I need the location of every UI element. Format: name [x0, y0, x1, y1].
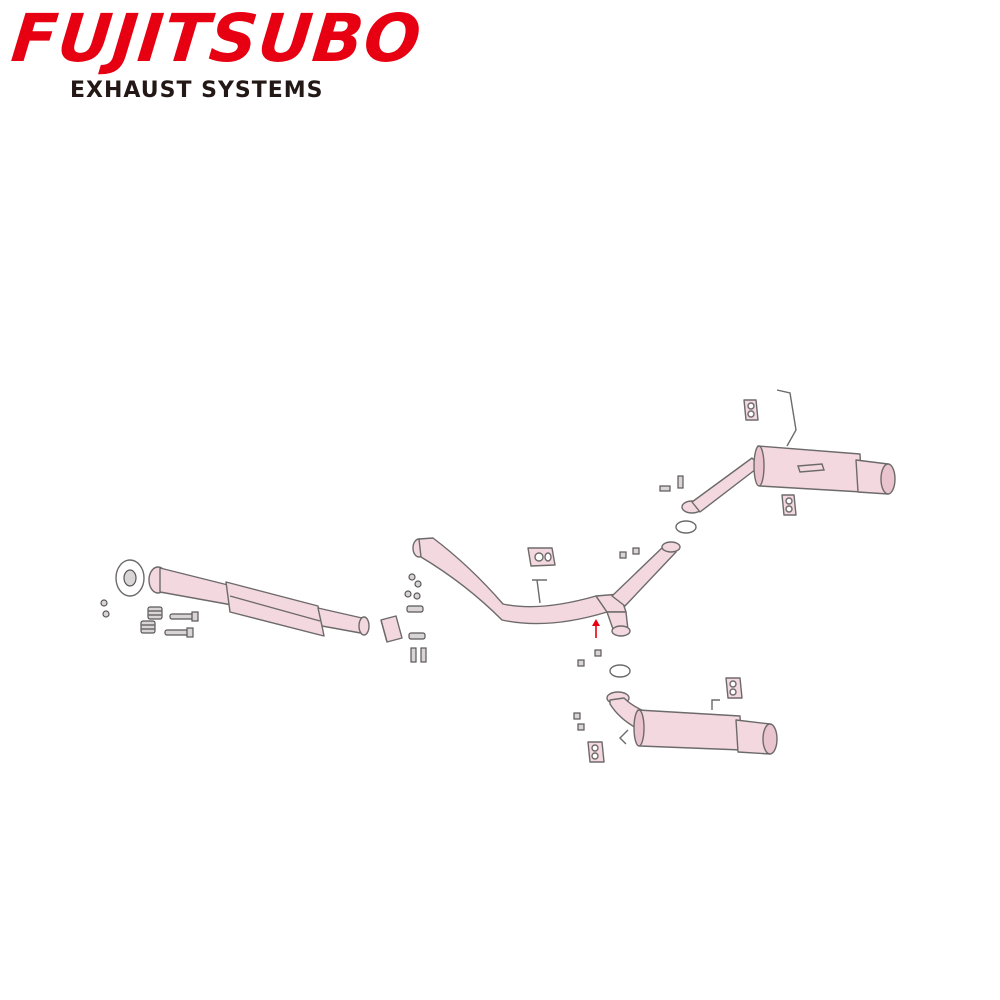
- nut-icon: [573, 712, 581, 720]
- upper-muffler-inlet-pipe: [691, 457, 761, 513]
- lower-rubber-hangers: [587, 677, 743, 763]
- lower-joint-hardware: [573, 649, 631, 731]
- upper-muffler-hanger: [776, 389, 797, 447]
- nut-icon: [413, 592, 421, 600]
- upper-muffler-body: [757, 445, 863, 493]
- hanger-rod: [532, 579, 547, 604]
- bolt-icon: [420, 647, 427, 663]
- upper-branch-flange: [661, 541, 681, 553]
- center-main-pipe: [418, 537, 608, 625]
- nut-icon: [414, 580, 422, 588]
- upper-joint-hardware: [619, 475, 703, 559]
- bolt-icon: [410, 647, 417, 663]
- front-hardware: [100, 599, 199, 638]
- front-inlet-pipe: [159, 567, 233, 606]
- rubber-hanger: [527, 547, 556, 567]
- spring-icon: [147, 606, 163, 620]
- upper-gasket: [675, 520, 697, 534]
- bolt-icon: [677, 475, 684, 489]
- center-y-pipe: [412, 537, 681, 637]
- lower-branch-flange: [611, 625, 631, 637]
- nut-icon: [632, 547, 640, 555]
- bolt-icon: [164, 627, 194, 638]
- lower-muffler-bracket: [619, 729, 629, 745]
- nut-icon: [594, 649, 602, 657]
- nut-icon: [100, 599, 108, 607]
- clamp-bracket-icon: [408, 632, 426, 640]
- upper-rear-muffler: [691, 389, 896, 513]
- direction-arrow: [592, 619, 600, 638]
- lower-muffler-hanger: [711, 699, 720, 710]
- nut-icon: [102, 610, 110, 618]
- nut-icon: [404, 590, 412, 598]
- bolt-icon: [659, 485, 671, 492]
- brand-logo: FUJITSUBO EXHAUST SYSTEMS: [8, 0, 425, 103]
- nut-icon: [408, 573, 416, 581]
- nut-icon: [577, 723, 585, 731]
- nut-icon: [577, 659, 585, 667]
- clamp-hardware: [404, 573, 427, 663]
- upper-rubber-hangers: [743, 399, 797, 516]
- upper-branch: [611, 545, 677, 607]
- brand-tagline: EXHAUST SYSTEMS: [70, 78, 324, 103]
- lower-tail-tip: [762, 723, 778, 755]
- upper-tail-tip: [880, 463, 896, 495]
- nut-icon: [619, 551, 627, 559]
- lower-muffler-body: [637, 709, 743, 751]
- clamp-bracket-icon: [406, 605, 424, 613]
- clamp-sleeve: [380, 615, 403, 643]
- lower-rear-muffler: [609, 697, 778, 755]
- front-outlet-pipe: [317, 607, 367, 635]
- spring-icon: [140, 620, 156, 634]
- bolt-icon: [169, 611, 199, 622]
- front-gasket-hole: [123, 569, 137, 587]
- front-outlet-end: [358, 616, 370, 636]
- front-pipe: [115, 559, 370, 637]
- lower-gasket: [609, 664, 631, 678]
